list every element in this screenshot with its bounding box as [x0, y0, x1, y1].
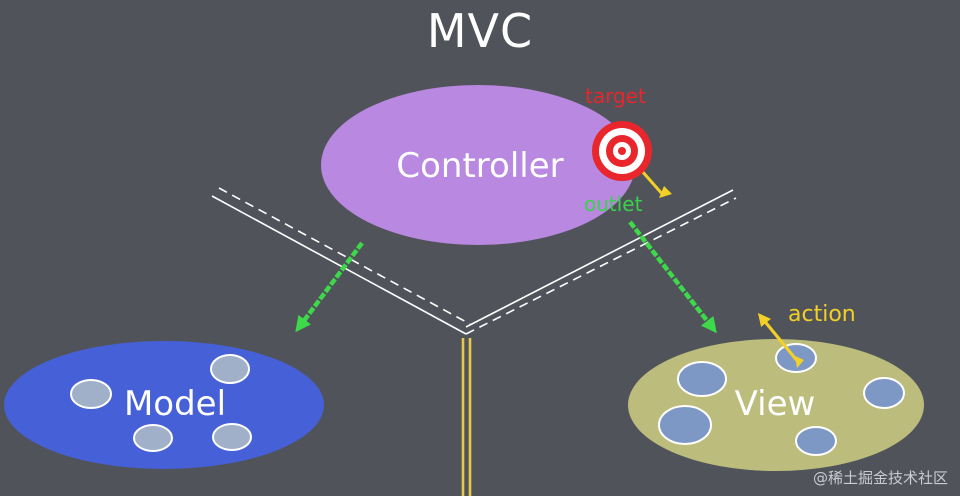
watermark-text: @稀土掘金技术社区: [812, 469, 948, 487]
controller-to-view-arrow: [628, 220, 717, 334]
target-icon: [592, 121, 652, 181]
view-object-dots: [658, 343, 905, 456]
diagram-title: MVC: [426, 4, 534, 58]
left-divider-road: [211, 187, 471, 335]
action-arrow: [757, 313, 801, 365]
action-label: action: [788, 302, 856, 327]
target-label: target: [585, 84, 646, 108]
controller-node: [321, 85, 635, 245]
controller-to-model-arrow: [295, 241, 364, 333]
outlet-link-tail: [659, 186, 672, 198]
outlet-label: outlet: [584, 192, 643, 216]
action-arrow-tail: [795, 356, 804, 368]
right-divider-road: [465, 189, 737, 335]
model-object-dots: [70, 354, 252, 452]
view-label: View: [734, 384, 816, 424]
controller-label: Controller: [396, 146, 564, 186]
vertical-divider-double-line: [461, 338, 472, 496]
model-label: Model: [123, 384, 227, 424]
